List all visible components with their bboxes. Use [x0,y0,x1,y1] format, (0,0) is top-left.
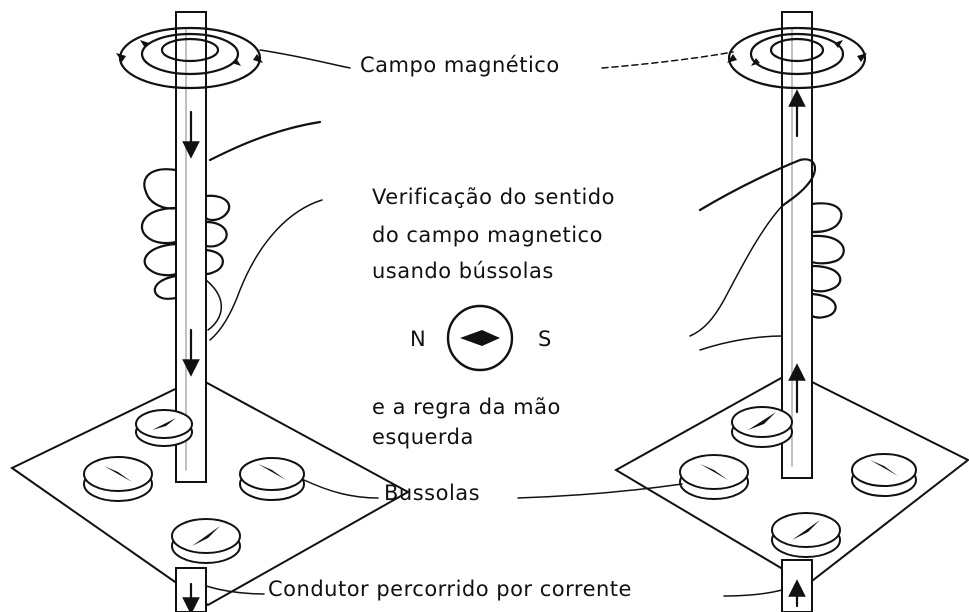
verification-line-1: Verificação do sentido [372,185,615,209]
compass-icon [446,304,514,372]
compass-icon [851,453,917,497]
rule-text: e a regra da mão esquerda [372,395,561,449]
compass-icon [239,457,305,501]
verification-line-3: usando bússolas [372,259,554,283]
compass-icon [171,518,241,564]
rule-line-1: e a regra da mão [372,395,561,419]
north-label: N [410,327,426,351]
verification-text: Verificação do sentido do campo magnetic… [372,185,615,283]
right-assembly [613,11,969,612]
conductor-label: Condutor percorrido por corrente [268,577,632,601]
left-hand [140,120,323,341]
left-plate [10,376,411,607]
right-hand [689,158,845,351]
compass-legend: N S [410,304,552,372]
left-conductor [175,11,207,612]
right-compasses [679,406,917,558]
compass-icon [771,512,841,558]
left-assembly [10,11,411,612]
compasses-label: Bussolas [384,481,480,505]
right-field-rings [727,26,867,90]
compass-icon [83,456,153,502]
south-label: S [538,327,552,351]
verification-line-2: do campo magnetico [372,223,603,247]
compass-icon [731,406,793,448]
leader-lines [205,49,783,597]
left-field-rings [116,26,263,90]
left-compasses [83,409,305,564]
rule-line-2: esquerda [372,425,474,449]
magnetic-field-label: Campo magnético [360,53,560,77]
compass-icon [679,454,749,500]
compass-icon [135,409,193,447]
